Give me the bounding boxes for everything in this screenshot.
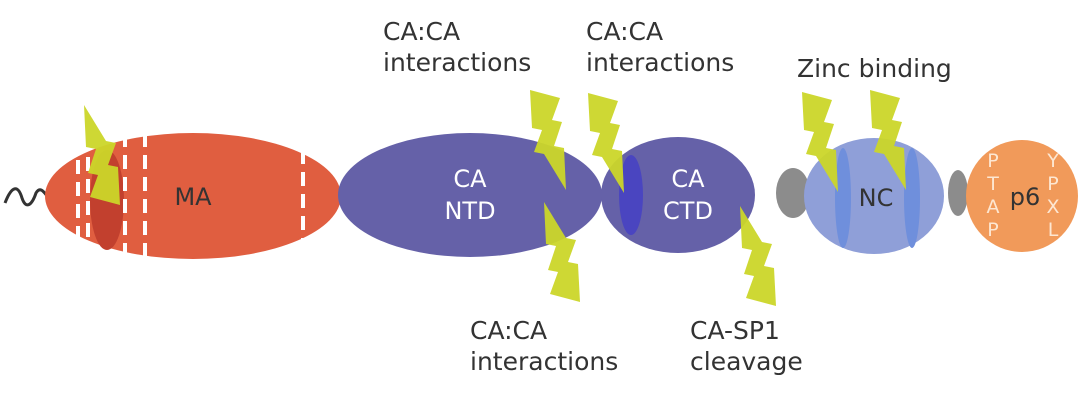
svg-text:X: X (1046, 196, 1059, 218)
ca-ctd-label-2: CTD (663, 197, 713, 225)
svg-text:A: A (987, 196, 1000, 218)
ca-ctd-domain (601, 137, 755, 253)
lightning-bolt-icon (870, 90, 906, 190)
lightning-bolt-icon (740, 206, 776, 306)
sp1-linker (776, 168, 810, 218)
lightning-bolt-icon (802, 92, 838, 192)
ca-ntd-label-2: NTD (444, 197, 495, 225)
lightning-bolt-icon (588, 93, 624, 193)
sp2-linker (948, 170, 968, 216)
svg-text:T: T (986, 173, 999, 195)
ma-label: MA (174, 183, 212, 211)
ypxl-motif: Y P X L (1046, 150, 1059, 241)
svg-text:P: P (987, 150, 998, 172)
ca-ntd-domain (338, 133, 602, 257)
p6-domain (966, 140, 1078, 252)
svg-text:Y: Y (1046, 150, 1059, 172)
ma-dashed-lines (76, 133, 305, 262)
lightning-bolt-icon (84, 105, 120, 205)
lightning-bolt-icon (530, 90, 566, 190)
ca-ctd-label-1: CA (671, 165, 705, 193)
svg-text:L: L (1048, 219, 1059, 241)
nc-label: NC (859, 184, 894, 212)
svg-text:P: P (1047, 173, 1058, 195)
label-zinc-binding: Zinc binding (797, 54, 952, 83)
p6-label: p6 (1010, 183, 1041, 211)
ptap-motif: P T A P (986, 150, 999, 241)
nc-zinc-knuckle-2 (904, 148, 920, 248)
ca-ctd-stripe (619, 155, 643, 235)
ca-ntd-label-1: CA (453, 165, 487, 193)
lightning-bolt-icon (544, 202, 580, 302)
svg-text:P: P (987, 219, 998, 241)
nc-zinc-knuckle-1 (835, 148, 851, 248)
myristoyl-tail (3, 187, 49, 207)
